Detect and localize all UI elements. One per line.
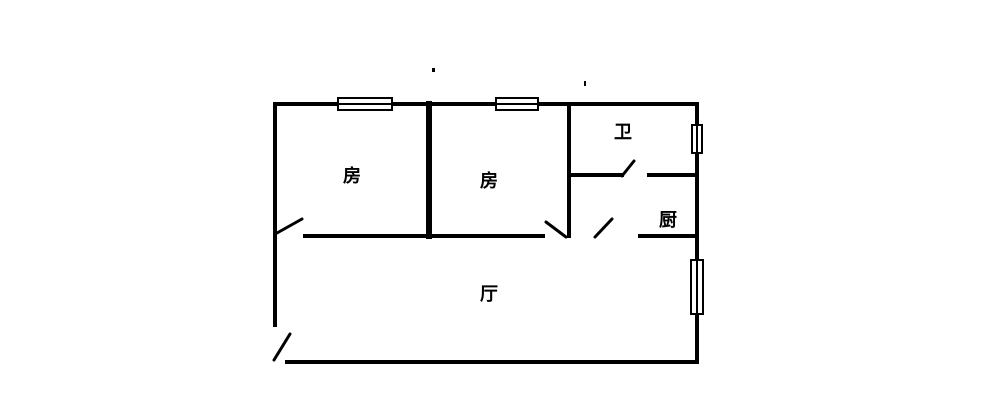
window-living-room (690, 259, 704, 315)
room-label-living-room: 厅 (480, 284, 498, 305)
room-label-bedroom-left: 房 (343, 165, 361, 187)
doors (272, 159, 636, 362)
room-labels: 房 房 卫 厨 厅 (343, 122, 677, 305)
stray-dot (584, 81, 586, 86)
room-label-kitchen: 厨 (659, 210, 677, 231)
stray-dot (432, 68, 435, 72)
door-left-bedroom (275, 217, 304, 235)
window-top-left (337, 97, 393, 111)
windows (337, 97, 704, 315)
window-top-middle (495, 97, 539, 111)
door-kitchen (593, 217, 614, 239)
door-bathroom (620, 159, 636, 178)
door-entrance (272, 332, 292, 362)
walls (273, 101, 699, 364)
room-label-bathroom: 卫 (614, 122, 632, 143)
door-right-bedroom (544, 220, 568, 239)
window-bathroom (691, 124, 703, 154)
room-label-bedroom-right: 房 (480, 170, 498, 192)
